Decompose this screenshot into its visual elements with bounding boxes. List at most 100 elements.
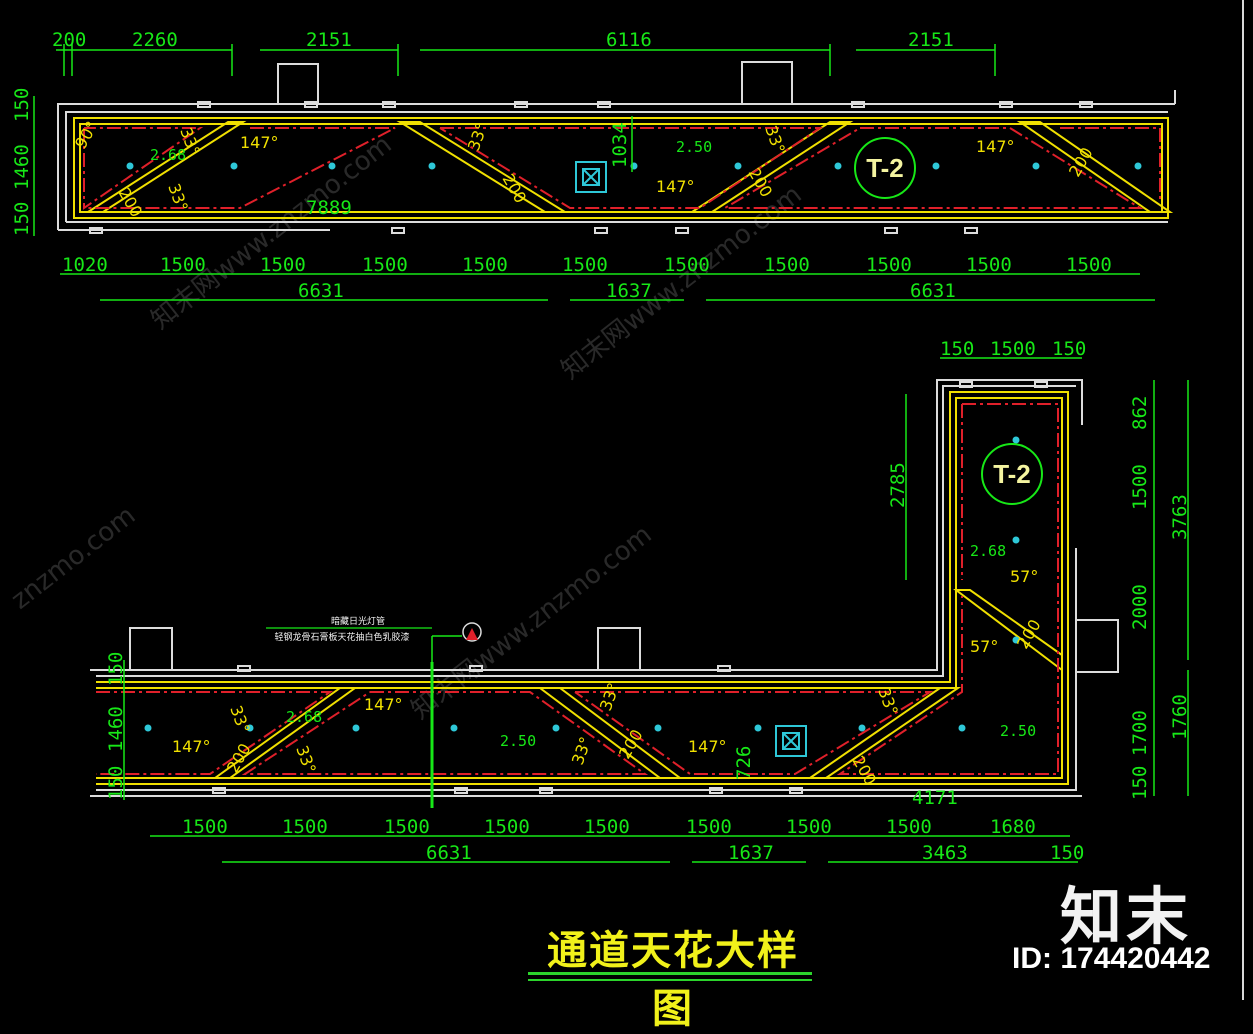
dim-label: 1460 xyxy=(11,144,33,190)
dim-label: 1500 xyxy=(866,254,912,276)
bottom-bottom-dims: 1500 1500 1500 1500 1500 1500 1500 1500 … xyxy=(182,816,1084,864)
top-dims: 200 2260 2151 6116 2151 xyxy=(52,29,954,51)
dim-label: 1500 xyxy=(1066,254,1112,276)
image-id-label: ID: 174420442 xyxy=(1012,942,1211,975)
angle-label: 33° xyxy=(596,680,624,713)
angle-label: 33° xyxy=(874,685,902,718)
dim-label: 1500 xyxy=(786,816,832,838)
level-mark: 2.68 xyxy=(970,542,1006,560)
top-ceiling-tag: T-2 xyxy=(854,137,916,199)
dim-label: 2785 xyxy=(887,462,909,508)
dim-label: 6631 xyxy=(910,280,956,302)
angle-label: 147° xyxy=(172,737,211,756)
dim-label: 1500 xyxy=(1129,464,1151,510)
top-level-marks: 2.68 2.50 xyxy=(150,138,712,164)
watermark: znzmo.com xyxy=(6,501,141,616)
dim-label: 1500 xyxy=(886,816,932,838)
dim-label: 1500 xyxy=(664,254,710,276)
ceiling-tag-label: T-2 xyxy=(866,153,904,183)
dim-label: 150 xyxy=(105,766,127,800)
bottom-hidden-light xyxy=(96,403,1059,775)
level-mark: 2.50 xyxy=(676,138,712,156)
top-left-dims: 150 1460 150 xyxy=(11,88,33,236)
level-mark: 2.68 xyxy=(286,708,322,726)
dim-label: 1500 xyxy=(764,254,810,276)
dim-label: 1500 xyxy=(282,816,328,838)
top-bottom-dim-lines xyxy=(60,273,1155,301)
dim-label: 1760 xyxy=(1169,694,1191,740)
dim-label: 1680 xyxy=(990,816,1036,838)
dim-label: 1500 xyxy=(384,816,430,838)
top-dim-lines xyxy=(56,44,996,76)
dim-label: 2151 xyxy=(306,29,352,51)
angle-label: 33° xyxy=(292,743,320,776)
bottom-wall-outline xyxy=(90,379,1119,797)
dim-label: 1500 xyxy=(362,254,408,276)
title-underline xyxy=(528,972,812,975)
dim-label: 1500 xyxy=(584,816,630,838)
angle-label: 147° xyxy=(688,737,727,756)
dim-label: 1500 xyxy=(484,816,530,838)
dim-label: 150 xyxy=(11,88,33,122)
dim-label: 3763 xyxy=(1169,494,1191,540)
dim-label: 3463 xyxy=(922,842,968,864)
bottom-left-dims: 150 1460 150 xyxy=(105,652,127,800)
top-bottom-dims: 1020 1500 1500 1500 1500 1500 1500 1500 … xyxy=(62,254,1112,302)
dim-label: 862 xyxy=(1129,396,1151,430)
bottom-angle-labels: 147° 33° 147° 33° 33° 147° 33° 33° 57° 5… xyxy=(172,567,1045,788)
angle-label: 147° xyxy=(976,137,1015,156)
note-label: 轻钢龙骨石膏板天花抽白色乳胶漆 xyxy=(274,631,409,643)
dim-label: 1500 xyxy=(686,816,732,838)
angle-label: 33° xyxy=(164,181,192,214)
ceiling-detail-drawing: 知末网www.znzmo.com 知末网www.znzmo.com znzmo.… xyxy=(6,29,1191,864)
dim-label: 1500 xyxy=(160,254,206,276)
dim-label: 150 xyxy=(1052,338,1086,360)
top-wall-outline xyxy=(57,61,1176,234)
width-label: 200 xyxy=(1065,144,1097,180)
ceiling-tag-label: T-2 xyxy=(993,459,1031,489)
frame-border xyxy=(1242,0,1244,1000)
dim-label: 1700 xyxy=(1129,710,1151,756)
angle-label: 33° xyxy=(568,734,596,767)
dim-label: 1500 xyxy=(562,254,608,276)
dim-label: 2000 xyxy=(1129,584,1151,630)
bottom-air-vent-icon xyxy=(775,725,807,757)
level-mark: 2.68 xyxy=(150,146,186,164)
width-label: 200 xyxy=(1013,616,1045,652)
bottom-right-dim-lines xyxy=(1153,380,1189,796)
dim-label: 1460 xyxy=(105,706,127,752)
brand-logo: 知末 xyxy=(1060,880,1193,953)
bottom-level-marks: 2.68 2.50 2.68 2.50 xyxy=(286,542,1036,750)
dim-label: 1637 xyxy=(606,280,652,302)
inner-dim: 4171 xyxy=(912,787,958,809)
angle-label: 147° xyxy=(240,133,279,152)
top-air-vent-icon xyxy=(575,161,607,193)
dim-label: 6631 xyxy=(426,842,472,864)
dim-label: 1500 xyxy=(462,254,508,276)
top-hidden-light xyxy=(83,127,1161,210)
angle-label: 57° xyxy=(970,637,998,656)
bottom-right-dims: 862 1500 2000 1700 150 3763 1760 xyxy=(1129,396,1191,800)
dim-label: 150 xyxy=(1129,766,1151,800)
drawing-title: 通道天花大样图 xyxy=(547,927,799,1032)
dim-label: 200 xyxy=(52,29,86,51)
dim-label: 2260 xyxy=(132,29,178,51)
dim-label: 150 xyxy=(11,202,33,236)
angle-label: 33° xyxy=(464,120,492,153)
inner-dim: 1034 xyxy=(609,122,631,168)
top-ceiling-outline xyxy=(73,117,1174,219)
top-ceiling-plan: T-2 90° 147° 33° 33° 33° 147° 33° 147° 2… xyxy=(11,29,1176,302)
bottom-ceiling-tag: T-2 xyxy=(981,443,1043,505)
dim-label: 2151 xyxy=(908,29,954,51)
level-mark: 2.50 xyxy=(1000,722,1036,740)
dim-label: 1500 xyxy=(260,254,306,276)
note-label: 暗藏日光灯管 xyxy=(331,615,385,627)
inner-dim: 726 xyxy=(733,746,755,780)
dim-label: 1500 xyxy=(990,338,1036,360)
section-marker: 暗藏日光灯管 轻钢龙骨石膏板天花抽白色乳胶漆 xyxy=(266,615,482,808)
bottom-top-dims: 150 1500 150 xyxy=(940,338,1086,360)
dim-label: 1500 xyxy=(182,816,228,838)
bottom-ceiling-plan: T-2 暗藏日光灯管 轻钢龙骨石膏板天花抽白色乳胶漆 147° 33° 147°… xyxy=(90,338,1191,864)
title-underline xyxy=(528,979,812,981)
bottom-light-fixtures xyxy=(144,436,1020,732)
